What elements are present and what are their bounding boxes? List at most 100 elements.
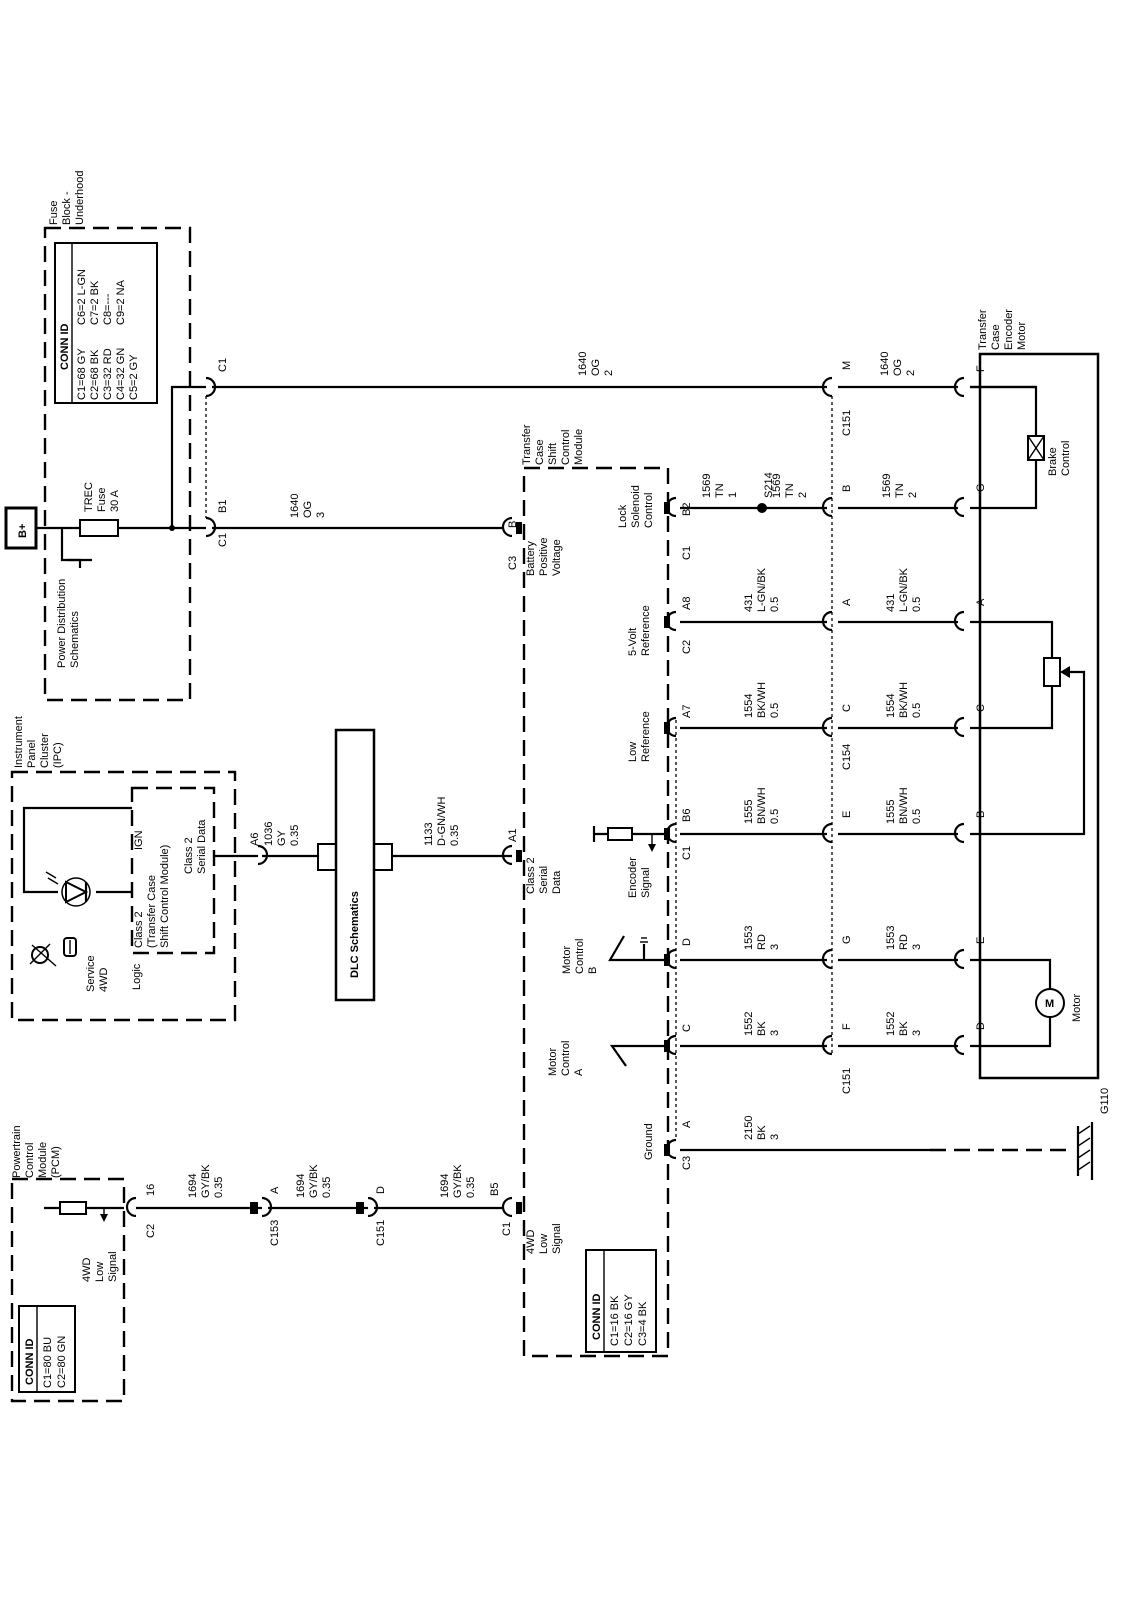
pin-label: A6 — [249, 833, 261, 846]
power-distribution-branch — [60, 528, 82, 568]
pin-label: G — [975, 483, 987, 492]
pin-label: C1 — [217, 358, 229, 372]
connector-mid — [821, 822, 833, 844]
pin-label: C2 — [681, 640, 693, 654]
pcm-title: Powertrain Control Module (PCM) — [11, 1122, 62, 1178]
ign-label: IGN — [133, 830, 145, 850]
connector-motor — [953, 376, 965, 398]
conn-id-title: CONN ID — [591, 1294, 603, 1341]
logic-label: Logic — [131, 963, 143, 990]
five-volt-reference-label: 5-Volt Reference — [627, 605, 652, 656]
transfer-case-shift-control-module: Transfer Case Shift Control Module CONN … — [489, 424, 693, 1358]
connector-c2-16 — [125, 1196, 137, 1218]
connector-label-c151: C151 — [375, 1220, 387, 1246]
wires — [136, 385, 1070, 1210]
pin-label: 16 — [145, 1184, 157, 1196]
pcm-boundary — [10, 1177, 126, 1403]
conn-id-row: C1=16 BK — [609, 1295, 621, 1346]
connector-label-c151: C151 — [841, 410, 853, 436]
instrument-panel-cluster: Instrument Panel Cluster (IPC) IGN Class… — [10, 713, 261, 1022]
pin-label: C1 — [501, 1222, 513, 1236]
battery-positive-label: Battery Positive Voltage — [525, 534, 563, 576]
pin-label: A — [975, 598, 987, 606]
ground-label: Ground — [643, 1123, 655, 1160]
service-4wd-icon — [29, 937, 77, 967]
conn-id-row: C3=32 RD — [102, 348, 114, 400]
connector-labels: C151 C154 C151 C153 C151 A D M B A C E G… — [269, 361, 853, 1246]
pin-label: C — [681, 1024, 693, 1032]
pin-label: B — [841, 485, 853, 492]
wire-label: 1553RD3 — [885, 926, 923, 950]
splice-label: S214 — [763, 472, 775, 498]
conn-id-row: C6=2 L-GN — [76, 269, 88, 325]
pin-label: B5 — [489, 1183, 501, 1196]
connector-mid — [821, 610, 833, 632]
pcm-resistor — [59, 1201, 87, 1215]
pin-label: C2 — [145, 1224, 157, 1238]
wire-label: 1694GY/BK0.35 — [295, 1164, 333, 1198]
wire-labels: 1640OG2 1640OG2 1640OG3 1569TN1 1569TN2 … — [187, 352, 923, 1198]
brake-control-label: Brake Control — [1047, 441, 1072, 476]
trec-fuse-label: TREC Fuse 30 A — [83, 479, 121, 512]
pin-label: D — [375, 1186, 387, 1194]
led-diode-icon — [65, 880, 89, 904]
pin-label: A7 — [681, 705, 693, 718]
connector-mid — [821, 716, 833, 738]
lock-solenoid-label: Lock Solenoid Control — [617, 482, 655, 528]
fuse-block-conn-id-table — [54, 242, 158, 404]
connector-mid — [821, 948, 833, 970]
pcm-signal-label: 4WD Low Signal — [81, 1251, 119, 1282]
powertrain-control-module: Powertrain Control Module (PCM) CONN ID … — [10, 1122, 157, 1403]
wire-label: 1569TN2 — [771, 474, 809, 498]
conn-id-row: C2=80 GN — [56, 1336, 68, 1388]
motor-control-b-label: Motor Control B — [561, 935, 599, 974]
wire-label: 2150BK3 — [743, 1116, 781, 1140]
wire-label: 1552BK3 — [743, 1012, 781, 1036]
wire-label: 1640OG3 — [289, 494, 327, 518]
motor-icon — [1035, 988, 1065, 1018]
tcscm-boundary — [522, 466, 670, 1358]
conn-id-row: C5=2 GY — [128, 354, 140, 400]
connector-a6 — [257, 844, 269, 866]
wire-label: 1555BN/WH0.5 — [743, 787, 781, 824]
wire-label: 1133D-GN/WH0.35 — [423, 796, 461, 846]
pin-label: A — [269, 1186, 281, 1194]
connector-c1-b1 — [205, 516, 217, 538]
conn-id-title: CONN ID — [59, 324, 71, 371]
conn-id-row: C1=80 BU — [42, 1337, 54, 1388]
tcscm-conn-id-table — [585, 1249, 657, 1353]
pin-label: F — [841, 1023, 853, 1030]
conn-id-row: C4=32 GN — [115, 348, 127, 400]
trec-fuse — [79, 519, 119, 537]
conn-id-row: C2=16 GY — [623, 1294, 635, 1346]
wire-label: 1554BK/WH0.5 — [743, 682, 781, 718]
battery-label: B+ — [17, 524, 29, 538]
connector-c1-upper — [205, 376, 217, 398]
pin-label: B1 — [217, 500, 229, 513]
conn-id-row: C9=2 NA — [115, 279, 127, 325]
ground-label: G110 — [1099, 1088, 1111, 1114]
connector-label-c154: C154 — [841, 744, 853, 770]
fuse-block-boundary — [43, 226, 192, 702]
encoder-resistor — [607, 827, 633, 841]
dlc-box — [334, 728, 376, 1002]
ipc-title: Instrument Panel Cluster (IPC) — [13, 713, 64, 768]
wire-label: 1569TN1 — [701, 474, 739, 498]
pin-label: A — [681, 1120, 693, 1128]
ign-wire — [22, 806, 132, 894]
connector-c151-m — [821, 376, 833, 398]
conn-id-row: C8=--- — [102, 293, 114, 325]
transfer-case-encoder-motor: Transfer Case Encoder Motor Brake Contro… — [970, 309, 1100, 1080]
connector-a1 — [501, 844, 513, 866]
pin-label: B — [975, 811, 987, 818]
motor-label: Motor — [1071, 994, 1083, 1022]
connector-label-c151: C151 — [841, 1068, 853, 1094]
pin-label: A1 — [507, 829, 519, 842]
ground-g110: G110 — [1076, 1088, 1111, 1180]
fuse-block-title: Fuse Block - Underhood — [48, 171, 86, 225]
class2-serial-data-label: Class 2 Serial Data — [525, 854, 563, 894]
class2-tcscm-label: Class 2 (Transfer Case Shift Control Mod… — [133, 845, 171, 948]
pin-label: D — [681, 938, 693, 946]
pin-label: C — [841, 704, 853, 712]
